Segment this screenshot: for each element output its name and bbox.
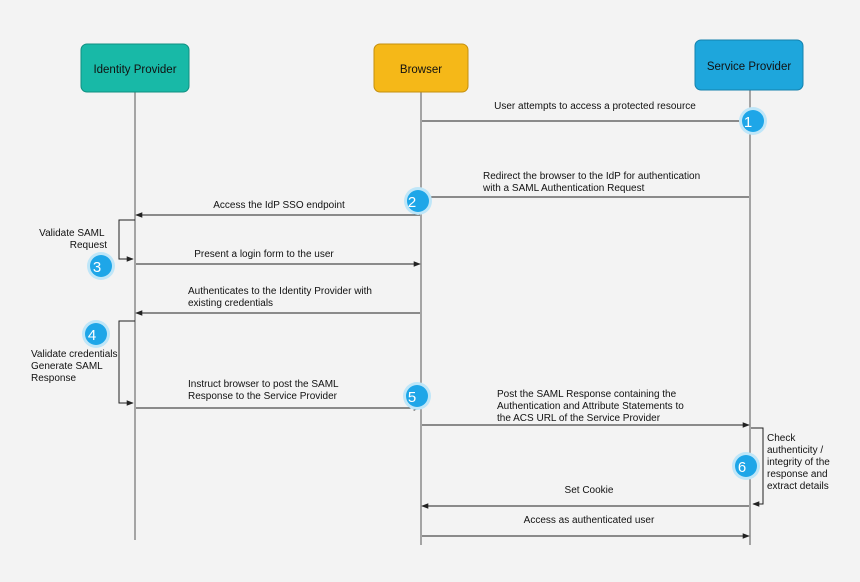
message-label-7: Post the SAML Response containing the Au… — [497, 389, 687, 424]
note-validate-saml-request: Validate SAML Request — [39, 228, 107, 251]
step-badge-5: 5 — [403, 382, 431, 410]
note-sp-check: Check authenticity / integrity of the re… — [767, 433, 833, 492]
step-badge-2-number: 2 — [408, 194, 416, 211]
actor-browser: Browser — [373, 43, 469, 93]
message-label-4: Present a login form to the user — [194, 249, 334, 260]
step-badge-5-circle — [406, 385, 428, 407]
message-label-2: Redirect the browser to the IdP for auth… — [482, 171, 703, 194]
step-badge-3-number: 3 — [93, 259, 101, 276]
actor-identity-provider: Identity Provider — [80, 43, 190, 93]
step-badge-1-circle — [742, 110, 764, 132]
message-label-8: Set Cookie — [565, 485, 614, 496]
actor-browser-label: Browser — [400, 64, 442, 76]
step-badge-6-circle — [735, 455, 757, 477]
step-badge-6: 6 — [732, 452, 760, 480]
step-badge-1: 1 — [739, 107, 767, 135]
step-badge-6-number: 6 — [738, 459, 746, 476]
actor-service-provider: Service Provider — [694, 39, 804, 91]
step-badge-1-number: 1 — [744, 114, 752, 131]
step-badge-2: 2 — [404, 187, 432, 215]
step-badge-4: 4 — [82, 320, 110, 348]
idp-validate-request-bracket — [118, 219, 135, 262]
step-badge-4-number: 4 — [88, 327, 96, 344]
step-badge-2-circle — [407, 190, 429, 212]
note-validate-credentials: Validate credentials Generate SAML Respo… — [31, 349, 120, 384]
step-badge-4-circle — [85, 323, 107, 345]
idp-validate-credentials-bracket — [118, 320, 135, 406]
message-label-6: Instruct browser to post the SAML Respon… — [188, 379, 341, 402]
step-badge-3: 3 — [87, 252, 115, 280]
message-label-5: Authenticates to the Identity Provider w… — [188, 286, 375, 309]
message-label-9: Access as authenticated user — [524, 515, 655, 526]
step-badge-5-number: 5 — [408, 389, 416, 406]
actor-identity-provider-label: Identity Provider — [93, 64, 176, 76]
actor-service-provider-box — [694, 39, 804, 91]
sp-check-bracket — [751, 427, 764, 507]
message-label-1: User attempts to access a protected reso… — [494, 101, 696, 112]
actor-browser-box — [373, 43, 469, 93]
actor-identity-provider-box — [80, 43, 190, 93]
message-label-3: Access the IdP SSO endpoint — [213, 200, 345, 211]
actor-service-provider-label: Service Provider — [707, 61, 792, 73]
step-badge-3-circle — [90, 255, 112, 277]
